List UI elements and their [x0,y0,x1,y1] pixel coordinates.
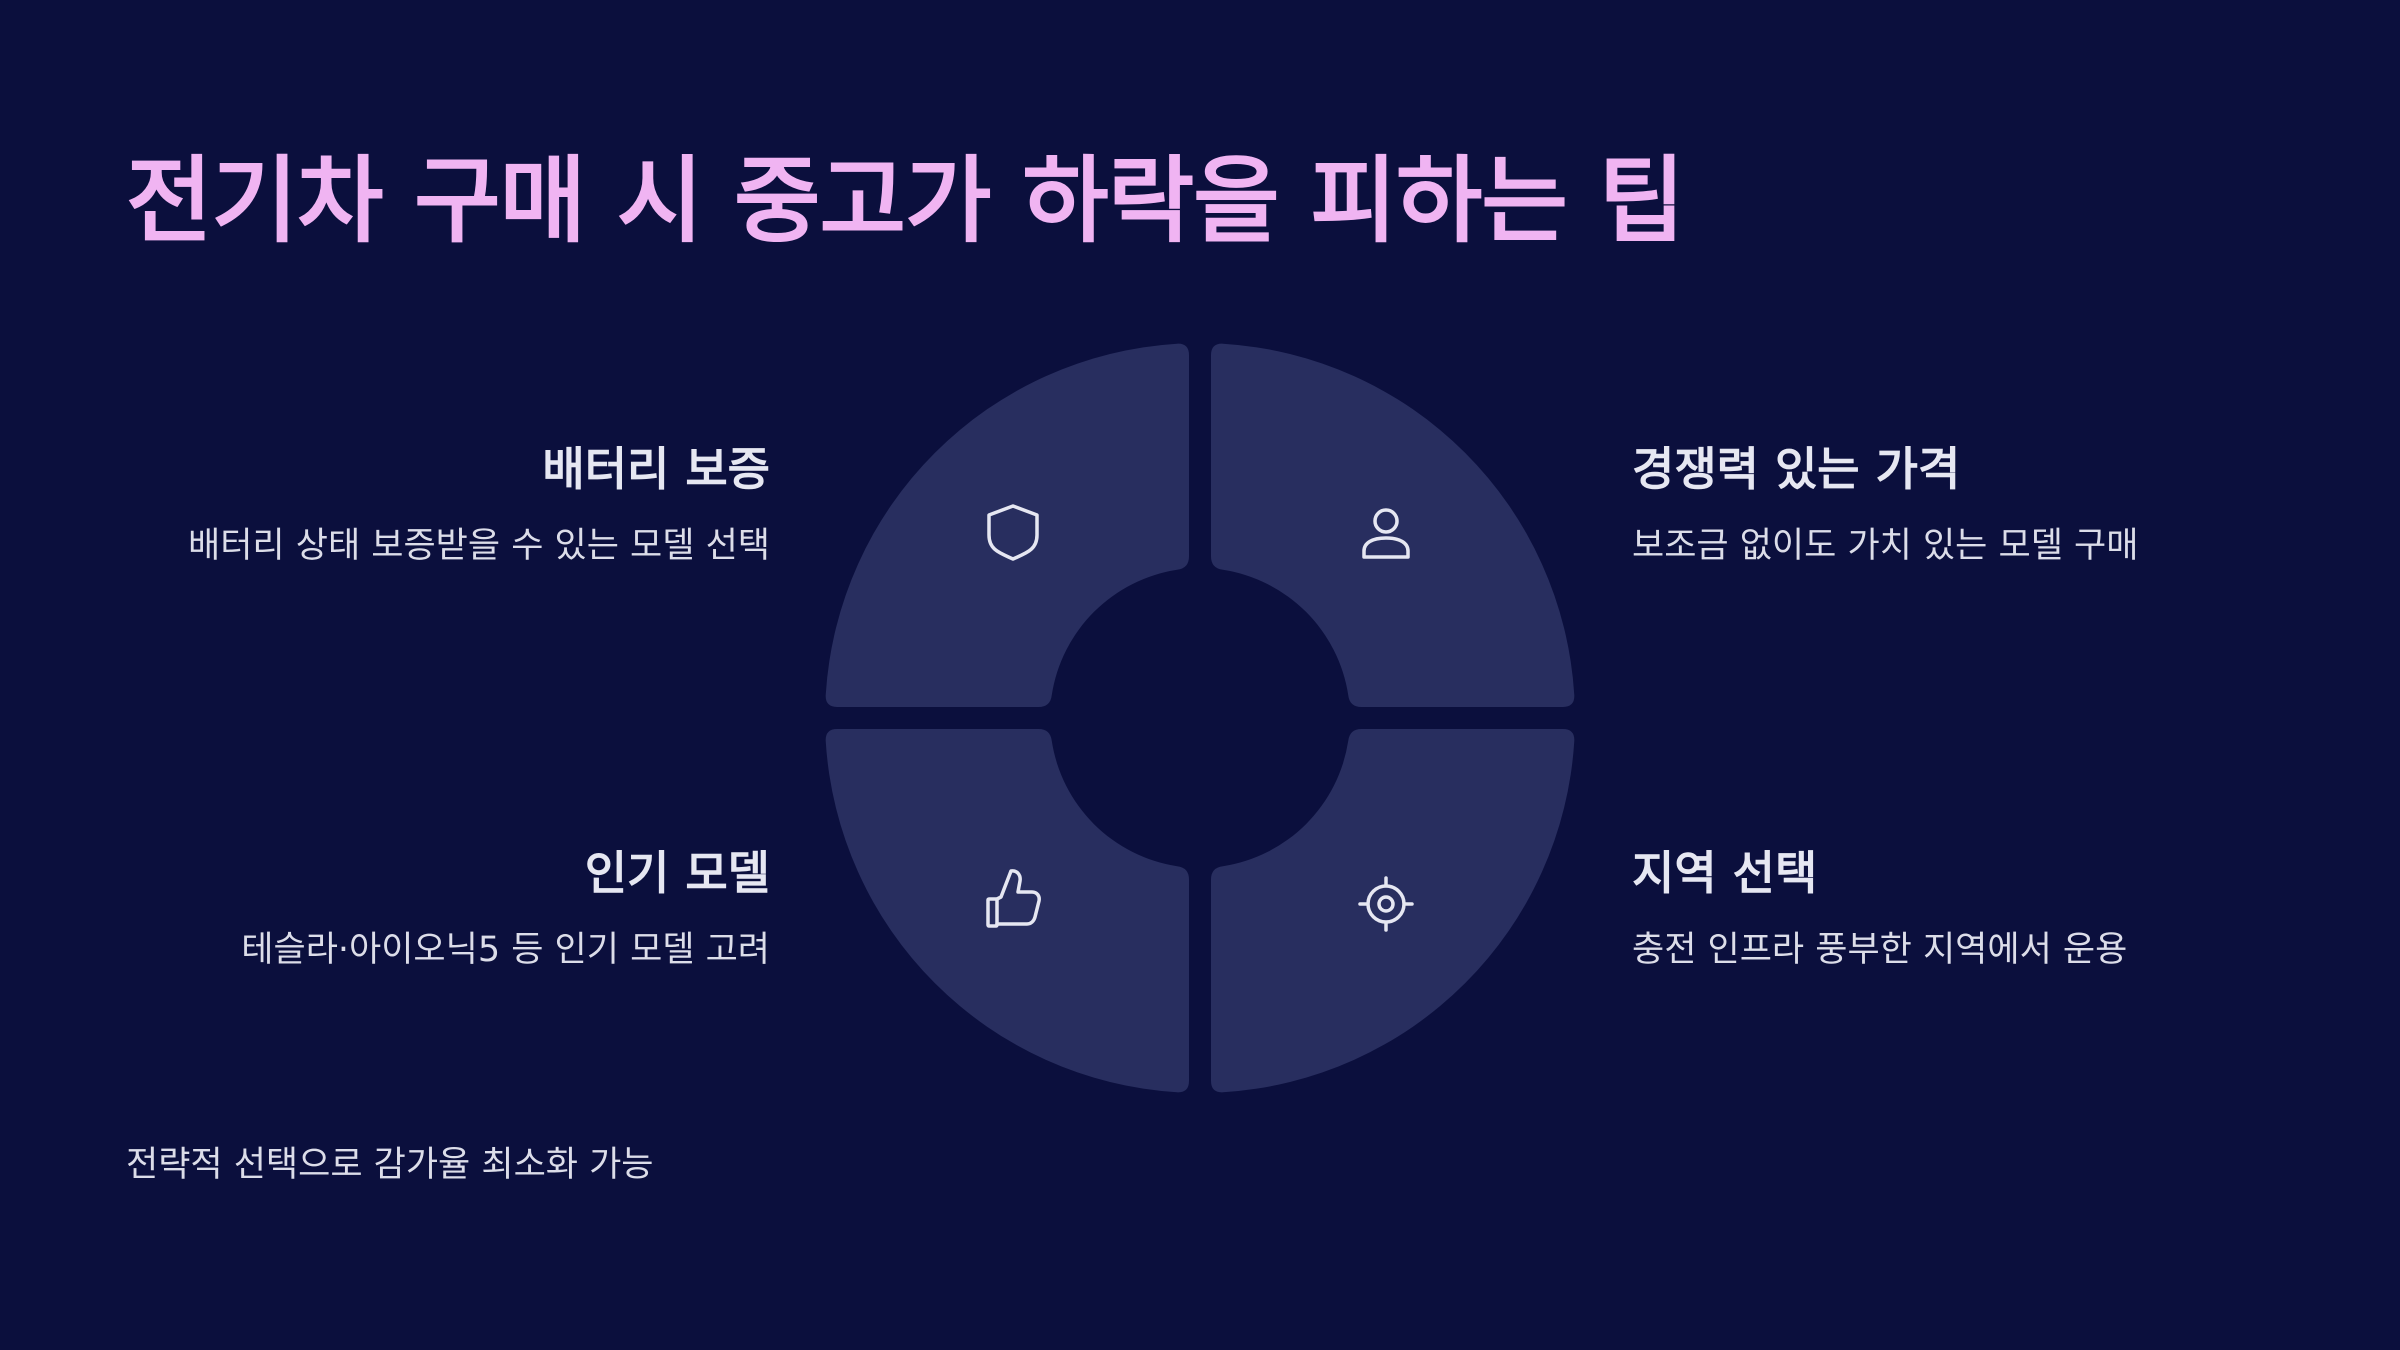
segment-top-right [1211,343,1575,707]
item-heading: 배터리 보증 [542,442,770,496]
footer-note: 전략적 선택으로 감가율 최소화 가능 [126,1145,654,1185]
segment-bottom-left [825,729,1189,1093]
item-region-choice: 지역 선택 충전 인프라 풍부한 지역에서 운용 [1632,846,2292,971]
item-heading: 경쟁력 있는 가격 [1632,442,1961,496]
target-icon [1358,876,1414,932]
item-description: 배터리 상태 보증받을 수 있는 모델 선택 [188,526,770,567]
item-heading: 지역 선택 [1632,846,1818,900]
item-description: 충전 인프라 풍부한 지역에서 운용 [1632,930,2128,971]
item-heading: 인기 모델 [584,846,770,900]
page-title: 전기차 구매 시 중고가 하락을 피하는 팁 [126,147,1685,256]
item-popular-model: 인기 모델 테슬라·아이오닉5 등 인기 모델 고려 [110,846,770,971]
user-icon [1362,508,1410,559]
item-description: 테슬라·아이오닉5 등 인기 모델 고려 [241,930,770,971]
segment-top-left [825,343,1189,707]
shield-icon [987,504,1039,561]
item-description: 보조금 없이도 가치 있는 모델 구매 [1632,526,2139,567]
thumbs-up-icon [986,869,1041,928]
segment-bottom-right [1211,729,1575,1093]
item-competitive-price: 경쟁력 있는 가격 보조금 없이도 가치 있는 모델 구매 [1632,442,2292,567]
item-battery-warranty: 배터리 보증 배터리 상태 보증받을 수 있는 모델 선택 [110,442,770,567]
